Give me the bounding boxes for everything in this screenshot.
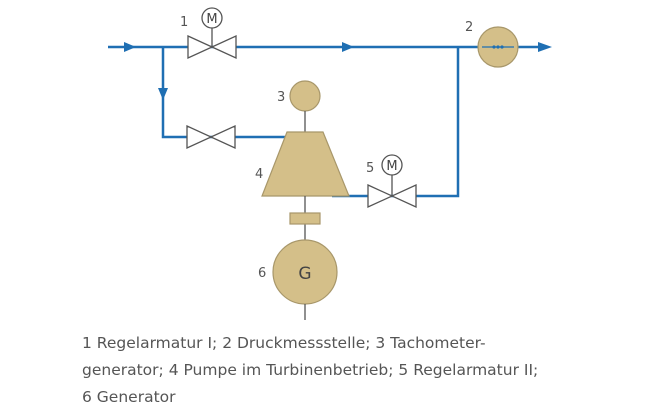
arrow-down <box>158 88 168 100</box>
flow-arrows <box>124 42 552 100</box>
label-4: 4 <box>255 167 263 182</box>
label-2: 2 <box>465 20 473 35</box>
label-5: 5 <box>366 161 374 176</box>
figure-caption: 1 Regelarmatur I; 2 Druckmessstelle; 3 T… <box>82 330 622 411</box>
motor-icon <box>381 154 403 176</box>
coupling <box>289 212 321 225</box>
arrow-inlet <box>124 42 136 52</box>
label-1: 1 <box>180 15 188 30</box>
arrow-outlet <box>538 42 552 52</box>
bypass-valve <box>186 124 236 150</box>
tachometer-generator <box>289 80 321 132</box>
pressure-measuring-point <box>477 26 519 68</box>
caption-line: generator; 4 Pumpe im Turbinenbetrieb; 5… <box>82 361 539 379</box>
pump-turbine <box>261 131 350 240</box>
bypass-pipe <box>161 47 290 139</box>
caption-line: 1 Regelarmatur I; 2 Druckmessstelle; 3 T… <box>82 334 486 352</box>
motor-symbol: M <box>386 159 397 174</box>
caption-line: 6 Generator <box>82 388 176 406</box>
motor-icon <box>201 7 223 29</box>
motor-symbol: M <box>206 12 217 27</box>
generator: G <box>272 239 338 320</box>
control-valve-1: M <box>187 7 237 60</box>
control-valve-2: M <box>367 154 417 209</box>
pump-turbine-diagram: M 1 2 3 4 M 5 G 6 <box>108 7 552 320</box>
label-3: 3 <box>277 90 285 105</box>
generator-symbol: G <box>298 264 311 284</box>
label-6: 6 <box>258 266 266 281</box>
arrow-main <box>342 42 354 52</box>
